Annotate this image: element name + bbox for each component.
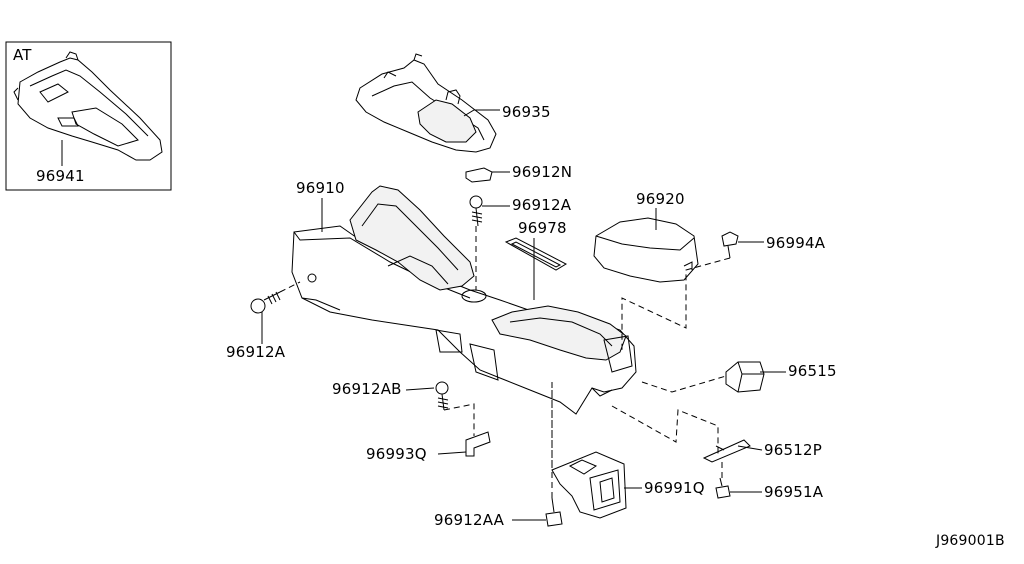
part-96935-drawing bbox=[355, 53, 497, 153]
part-96912N-drawing bbox=[465, 167, 493, 183]
assembly-lines bbox=[279, 226, 731, 498]
part-96920-drawing bbox=[593, 217, 699, 283]
part-label-96512P: 96512P bbox=[764, 441, 822, 459]
part-96512P-drawing bbox=[702, 439, 751, 463]
reference-code: J969001B bbox=[936, 533, 1005, 549]
part-label-96951A: 96951A bbox=[764, 483, 824, 501]
part-label-96941: 96941 bbox=[36, 167, 85, 185]
part-96994A-drawing bbox=[721, 231, 739, 259]
part-label-96912AA: 96912AA bbox=[434, 511, 505, 529]
part-96993Q-drawing bbox=[465, 431, 491, 457]
leader-lines bbox=[61, 109, 786, 521]
part-96910-drawing bbox=[291, 185, 637, 415]
inset-tag-label: AT bbox=[13, 46, 32, 64]
part-label-96912AB: 96912AB bbox=[332, 380, 402, 398]
part-96912AA-drawing bbox=[545, 497, 563, 527]
part-96912A-left-drawing bbox=[250, 291, 281, 314]
part-label-96910: 96910 bbox=[296, 179, 345, 197]
part-96515-drawing bbox=[725, 361, 765, 393]
part-96991Q-drawing bbox=[551, 451, 627, 519]
part-96912A-top-drawing bbox=[469, 195, 483, 227]
part-label-96515: 96515 bbox=[788, 362, 837, 380]
part-label-96920: 96920 bbox=[636, 190, 685, 208]
part-label-96991Q: 96991Q bbox=[644, 479, 705, 497]
part-label-96912A-top: 96912A bbox=[512, 196, 572, 214]
part-96951A-drawing bbox=[715, 477, 731, 499]
part-label-96993Q: 96993Q bbox=[366, 445, 427, 463]
inset-at-box bbox=[5, 41, 172, 191]
part-96912AB-drawing bbox=[435, 381, 449, 411]
part-label-96912N: 96912N bbox=[512, 163, 573, 181]
part-label-96994A: 96994A bbox=[766, 234, 826, 252]
part-label-96912A-left: 96912A bbox=[226, 343, 286, 361]
part-label-96935: 96935 bbox=[502, 103, 551, 121]
part-label-96978: 96978 bbox=[518, 219, 567, 237]
part-96978-drawing bbox=[504, 237, 568, 271]
